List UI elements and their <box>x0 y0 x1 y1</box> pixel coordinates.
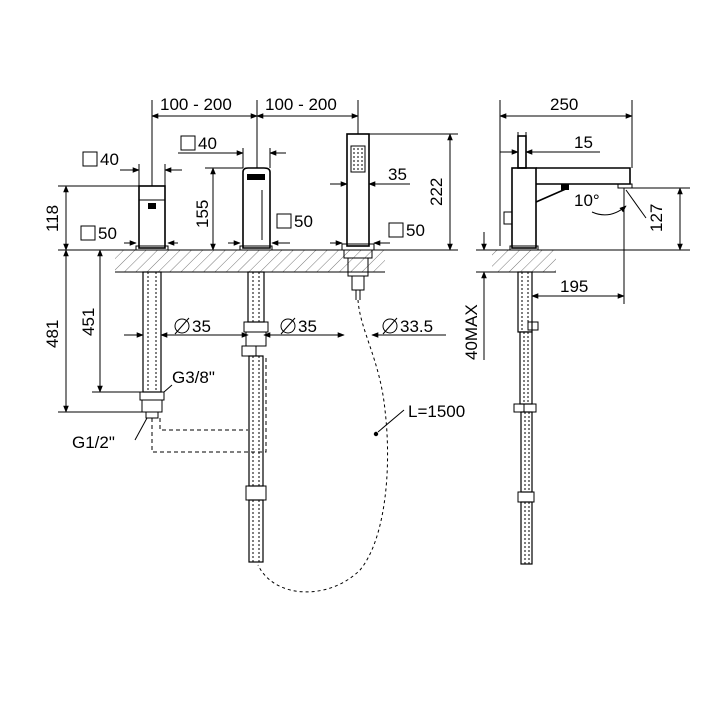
connection-pipes <box>151 356 267 453</box>
handle-valve-body <box>135 185 169 419</box>
hose-marker <box>373 431 379 437</box>
label-dim-118: 118 <box>43 205 62 232</box>
label-dia-35-left: 35 <box>192 317 211 336</box>
label-square-50-middle: 50 <box>294 212 313 231</box>
countertop-right <box>492 249 556 273</box>
dimension-labels: 100 - 200 100 - 200 40 40 35 50 50 50 11… <box>43 95 666 452</box>
label-dim-481: 481 <box>43 320 62 348</box>
label-square-40-middle: 40 <box>198 134 217 153</box>
label-dia-35-middle: 35 <box>298 317 317 336</box>
hand-shower <box>341 133 375 300</box>
label-thread-g12: G1/2" <box>72 433 115 452</box>
hose-path <box>257 299 389 593</box>
label-hose-length: L=1500 <box>408 402 465 421</box>
label-dim-15: 15 <box>574 133 593 152</box>
label-spacing-right: 100 - 200 <box>265 95 337 114</box>
label-spacing-left: 100 - 200 <box>160 95 232 114</box>
label-dim-35-top: 35 <box>388 165 407 184</box>
label-square-40-left: 40 <box>100 150 119 169</box>
spout-body <box>239 167 273 563</box>
label-dim-127: 127 <box>647 204 666 232</box>
label-square-50-left: 50 <box>98 224 117 243</box>
label-dia-33-5: 33.5 <box>400 317 433 336</box>
label-angle-10: 10° <box>574 191 600 210</box>
label-thread-g38: G3/8" <box>172 368 215 387</box>
label-square-50-right: 50 <box>406 221 425 240</box>
label-dim-222: 222 <box>427 178 446 206</box>
side-view-faucet <box>503 135 633 565</box>
label-dim-250: 250 <box>550 95 578 114</box>
label-dim-155: 155 <box>193 200 212 228</box>
square-symbols <box>80 135 404 241</box>
dimension-lines <box>58 100 690 441</box>
label-dim-195: 195 <box>560 277 588 296</box>
label-dim-451: 451 <box>79 308 98 336</box>
label-dim-40max: 40MAX <box>462 304 481 360</box>
diameter-symbols <box>174 317 398 335</box>
